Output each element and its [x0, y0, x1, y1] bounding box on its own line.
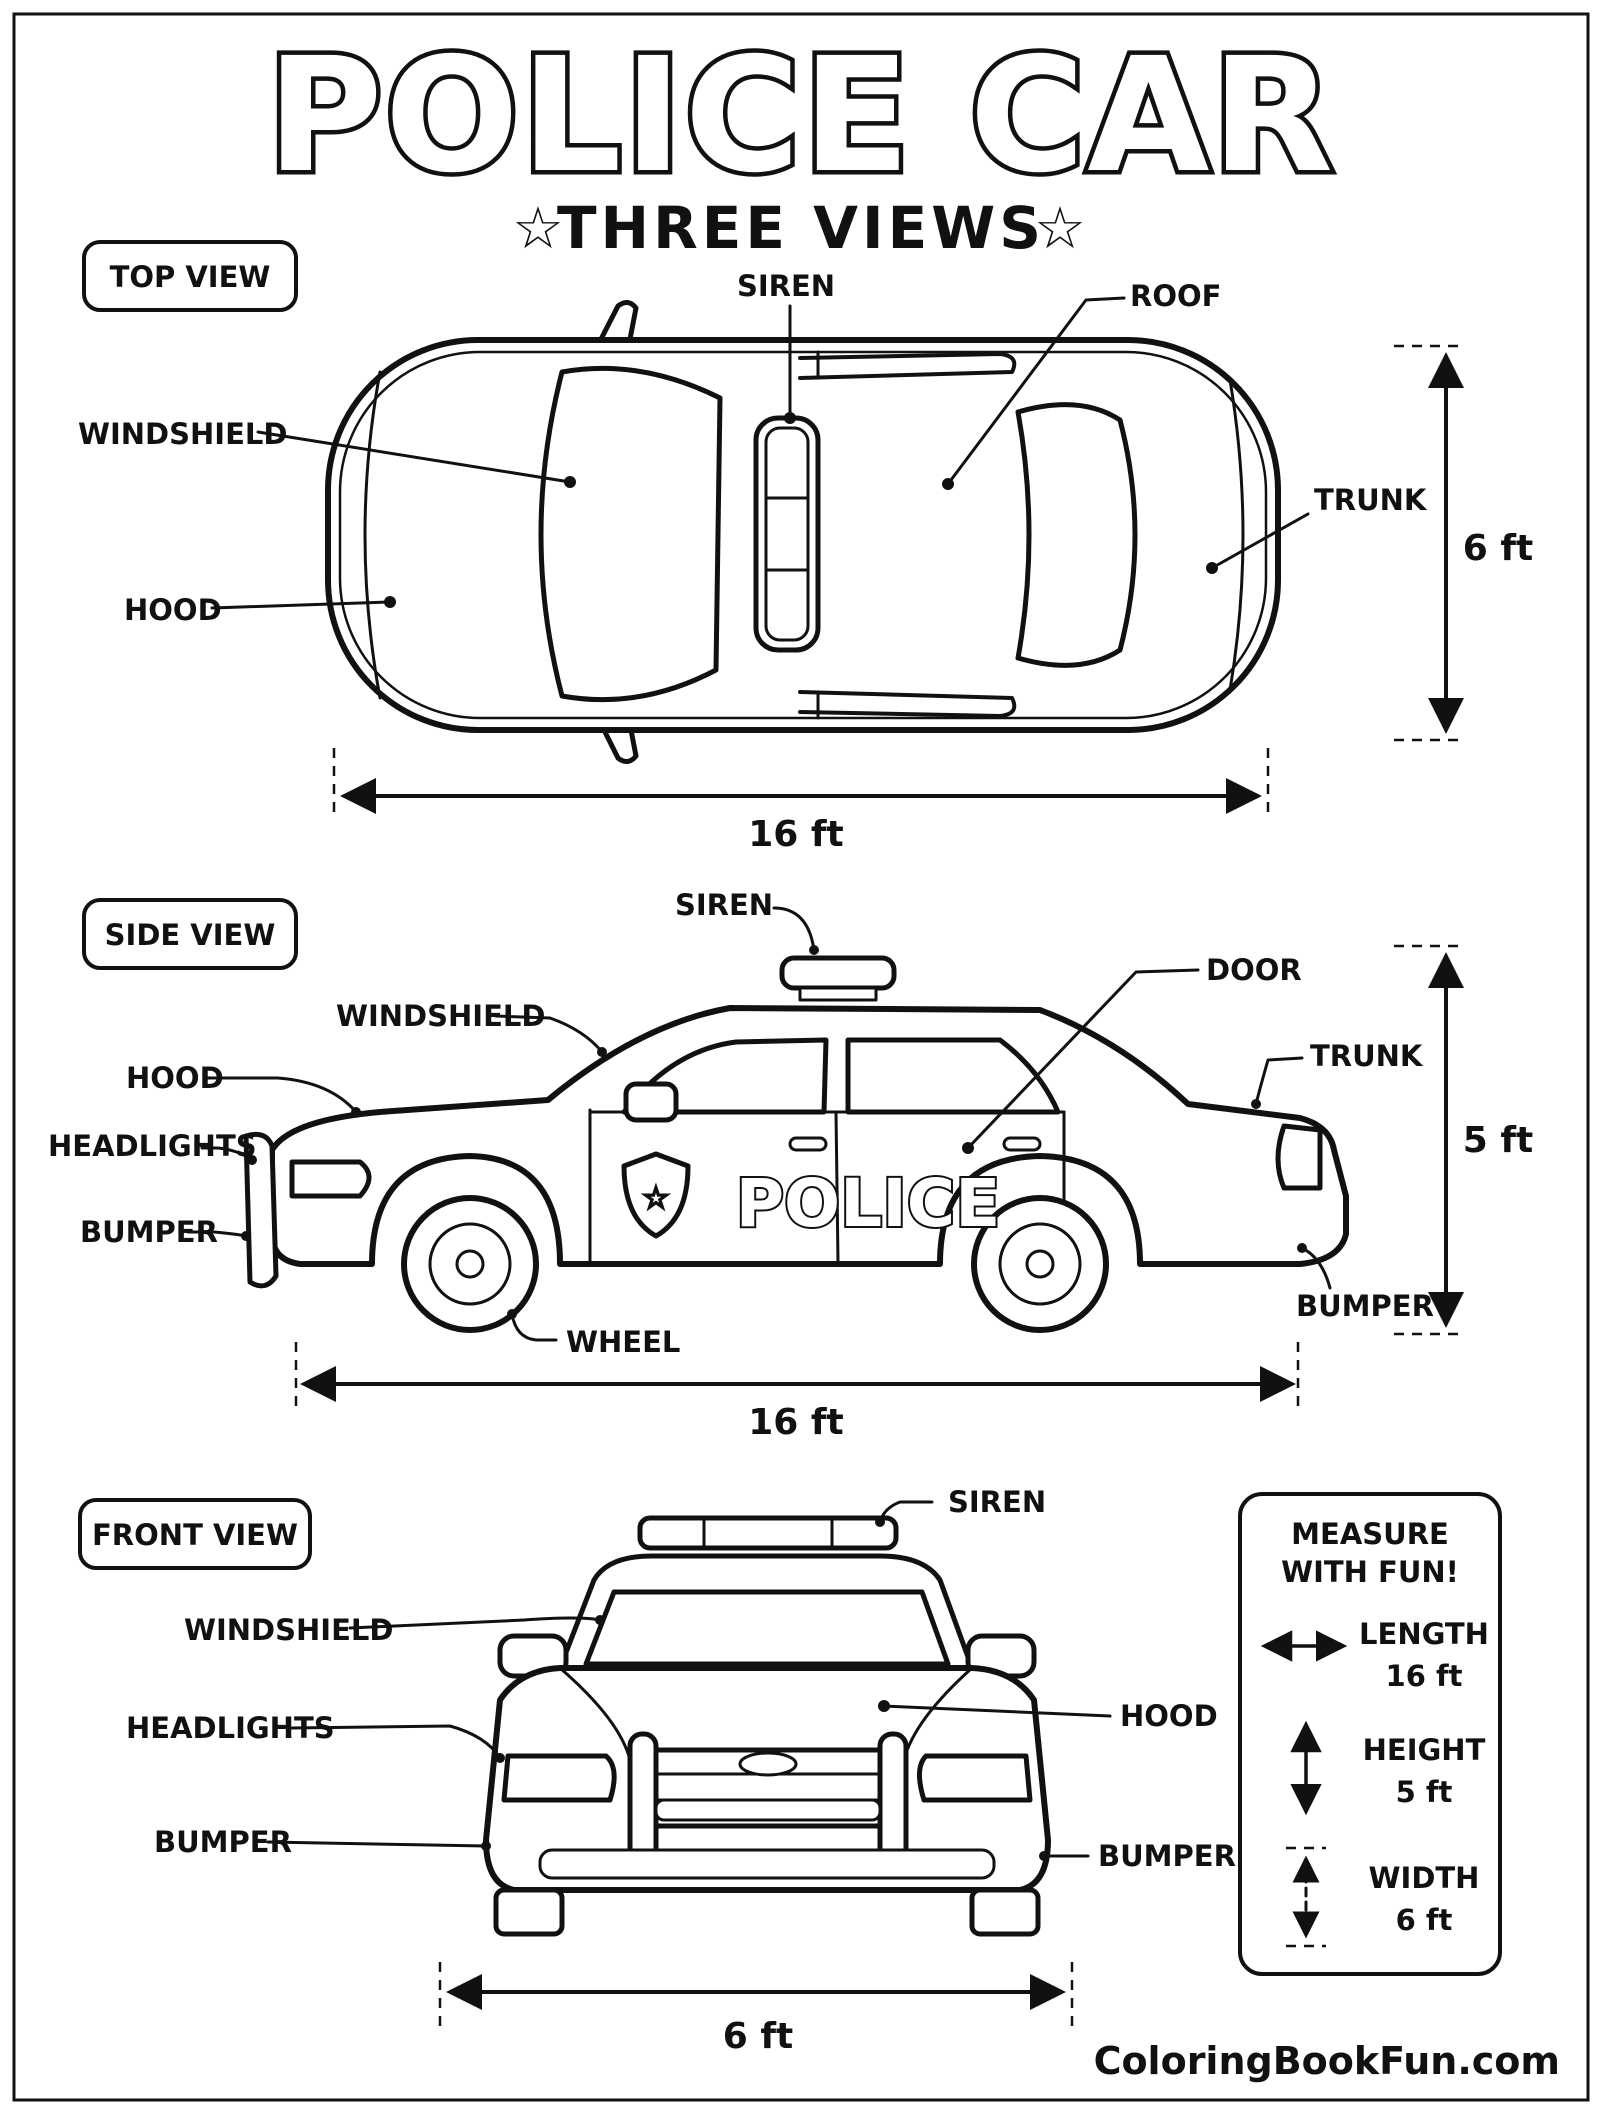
top-length-dimension: 16 ft — [748, 814, 844, 855]
side-view-heading-box — [82, 898, 298, 970]
front-windshield-label: WINDSHIELD — [184, 1613, 393, 1647]
side-view-section: SIDE VIEW — [48, 888, 1533, 1443]
side-trunk-label: TRUNK — [1310, 1039, 1424, 1073]
top-view-heading: TOP VIEW — [110, 260, 271, 294]
legend-length-value: 16 ft — [1386, 1659, 1463, 1693]
star-icon: ☆ — [643, 1181, 670, 1216]
top-siren-label: SIREN — [737, 269, 835, 303]
door-police-text: POLICE — [736, 1165, 1001, 1242]
measure-legend: MEASURE WITH FUN! LENGTH 16 ft HEIGHT 5 … — [1238, 1492, 1502, 1976]
top-view-heading-box — [82, 240, 298, 312]
legend-height-name: HEIGHT — [1363, 1733, 1486, 1767]
side-headlights-label: HEADLIGHTS — [48, 1129, 257, 1163]
front-siren-label: SIREN — [948, 1485, 1046, 1519]
side-wheel-label: WHEEL — [566, 1325, 680, 1359]
legend-title-line2: WITH FUN! — [1281, 1555, 1459, 1589]
front-bumper-right-label: BUMPER — [1098, 1839, 1236, 1873]
legend-width-name: WIDTH — [1369, 1861, 1480, 1895]
side-siren-label: SIREN — [675, 888, 773, 922]
front-width-dimension: 6 ft — [723, 2016, 793, 2057]
front-view-heading-box — [78, 1498, 312, 1570]
top-roof-label: ROOF — [1130, 279, 1221, 313]
side-bumper-rear-label: BUMPER — [1296, 1289, 1434, 1323]
side-height-dimension: 5 ft — [1463, 1120, 1533, 1161]
subtitle-row: ☆ THREE VIEWS ☆ — [512, 194, 1090, 262]
top-view-car-drawing — [325, 300, 1281, 764]
page-subtitle: THREE VIEWS — [557, 194, 1045, 262]
dashed-vertical-arrow-icon — [1286, 1846, 1326, 1948]
side-length-dimension: 16 ft — [748, 1402, 844, 1443]
front-view-heading: FRONT VIEW — [92, 1518, 298, 1552]
legend-length-name: LENGTH — [1359, 1617, 1489, 1651]
side-view-heading: SIDE VIEW — [105, 918, 276, 952]
front-hood-label: HOOD — [1120, 1699, 1218, 1733]
top-hood-label: HOOD — [124, 593, 222, 627]
side-door-label: DOOR — [1206, 953, 1302, 987]
front-view-section: FRONT VIEW — [78, 1485, 1236, 2057]
top-windshield-label: WINDSHIELD — [78, 417, 287, 451]
page-title: POLICE CAR — [267, 24, 1335, 208]
top-view-section: TOP VIEW SIREN — [78, 240, 1533, 855]
star-icon: ☆ — [512, 194, 568, 262]
side-view-car-drawing: ☆ — [243, 955, 1349, 1333]
star-icon: ☆ — [1034, 194, 1090, 262]
legend-width-value: 6 ft — [1396, 1903, 1453, 1937]
legend-title-line1: MEASURE — [1291, 1517, 1449, 1551]
top-width-dimension: 6 ft — [1463, 528, 1533, 569]
legend-height-value: 5 ft — [1396, 1775, 1453, 1809]
top-trunk-label: TRUNK — [1314, 483, 1428, 517]
page-border — [12, 12, 1590, 2102]
front-view-car-drawing — [483, 1515, 1051, 1937]
legend-box — [1238, 1492, 1502, 1976]
brand-watermark: ColoringBookFun.com — [1094, 2039, 1560, 2083]
